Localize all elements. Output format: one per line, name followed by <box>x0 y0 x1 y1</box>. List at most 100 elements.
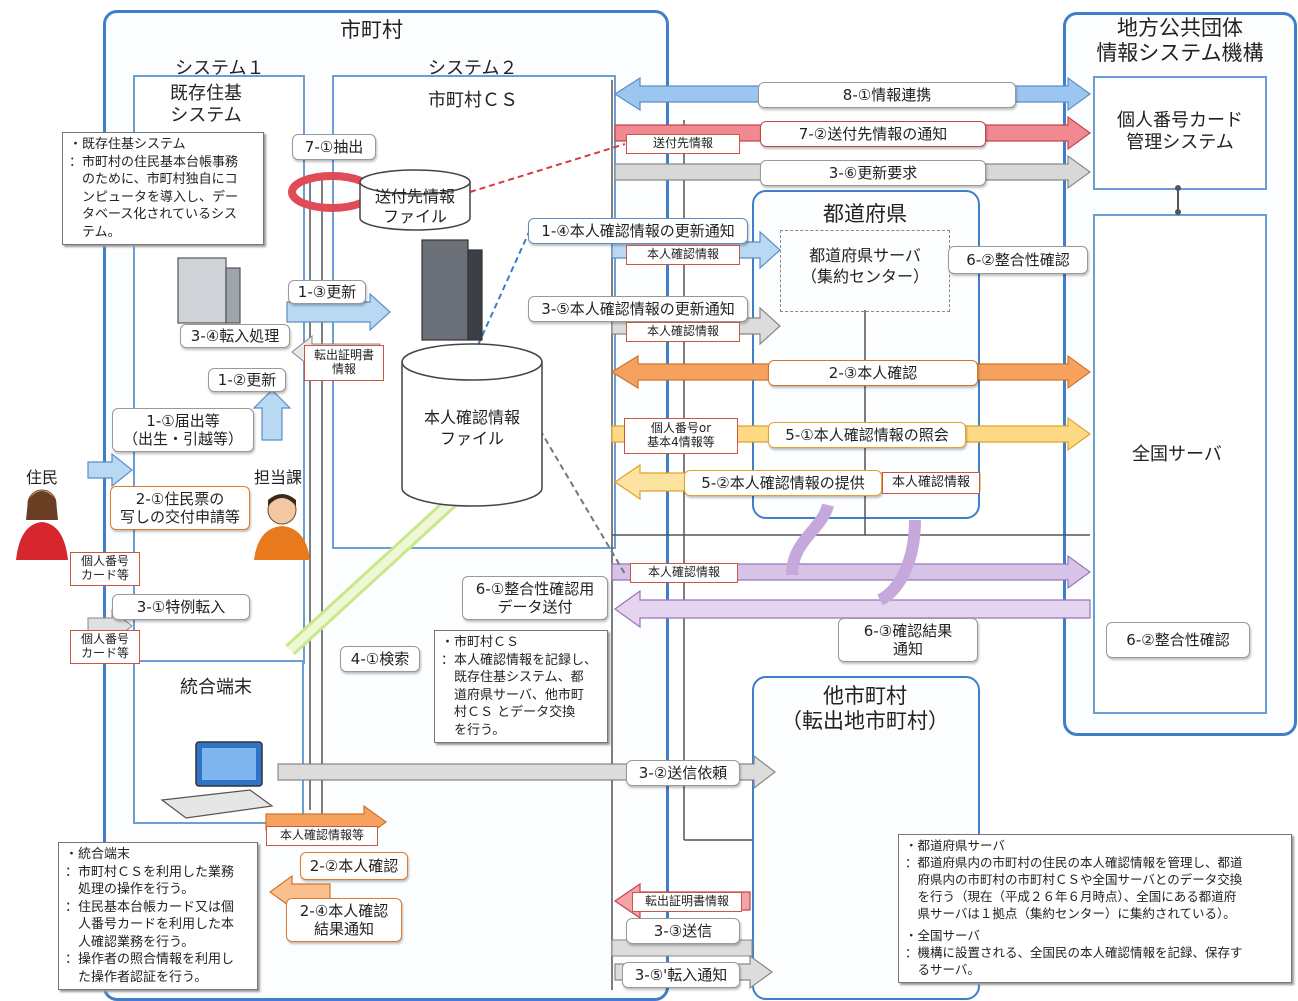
tag-id-info-3: 本人確認情報 <box>882 472 980 494</box>
system2-label: システム２ <box>428 58 518 79</box>
tag-tenshutsu-line2: 情報 <box>331 362 356 376</box>
step-3-3: 3-③送信 <box>626 918 740 944</box>
note-cs-0: ・市町村ＣＳ <box>441 635 520 650</box>
note-terminal: ・統合端末 ：市町村ＣＳを利用した業務 処理の操作を行う。 ：住民基本台帳カード… <box>58 842 258 991</box>
step-3-1: 3-①特例転入 <box>112 594 250 620</box>
prefecture-region <box>752 190 980 519</box>
note-cs-2: 既存住基システム、都 <box>441 670 584 686</box>
step-2-3: 2-③本人確認 <box>768 360 978 386</box>
note-servers-8: るサーバ。 <box>905 962 980 978</box>
note-terminal-3: ：住民基本台帳カード又は個 <box>65 899 235 915</box>
system2-name: 市町村ＣＳ <box>428 90 518 111</box>
step-3-5b: 3-⑤'転入通知 <box>622 962 740 988</box>
step-6-3-line2: 通知 <box>892 640 923 658</box>
step-1-3: 1-③更新 <box>288 280 366 304</box>
note-terminal-6: ：操作者の照合情報を利用し <box>65 952 235 968</box>
other-municipality-line1: 他市町村 <box>823 684 907 708</box>
step-1-1-line1: 1-①届出等 <box>146 412 220 430</box>
pref-server-line1: 都道府県サーバ <box>809 246 921 265</box>
step-6-1: 6-①整合性確認用 データ送付 <box>462 576 608 620</box>
note-servers-1: ：都道府県内の市町村の住民の本人確認情報を管理し、都道 <box>905 854 1243 870</box>
step-2-1-line1: 2-①住民票の <box>135 490 225 508</box>
note-servers-2: 府県内の市町村の市町村ＣＳや全国サーバとのデータ交換 <box>905 871 1243 887</box>
step-6-1-line2: データ送付 <box>497 598 573 616</box>
step-2-4-line1: 2-④本人確認 <box>299 902 389 920</box>
system1-name-line1: 既存住基 <box>170 83 242 104</box>
step-2-4: 2-④本人確認 結果通知 <box>286 898 402 942</box>
step-2-1-line2: 写しの交付申請等 <box>119 508 240 526</box>
prefecture-title: 都道府県 <box>823 202 907 226</box>
id-file-line1: 本人確認情報 <box>423 408 520 427</box>
tag-id-info-4: 本人確認情報 <box>630 563 738 583</box>
id-file-line2: ファイル <box>439 428 504 448</box>
card-mgmt-box <box>1093 76 1267 190</box>
step-6-2b: 6-②整合性確認 <box>1106 622 1250 658</box>
step-5-1: 5-①本人確認情報の照会 <box>768 422 966 448</box>
pref-server-line2: （集約センター） <box>800 266 929 286</box>
note-kizon-5: テム。 <box>69 224 121 240</box>
note-terminal-5: 人確認業務を行う。 <box>65 934 195 950</box>
tag-tenshutsu-2: 転出証明書情報 <box>632 892 742 912</box>
card-mgmt-line1: 個人番号カード <box>1117 110 1243 131</box>
step-6-2a: 6-②整合性確認 <box>948 246 1088 274</box>
note-terminal-7: た操作者認証を行う。 <box>65 969 208 985</box>
note-cs: ・市町村ＣＳ ：本人確認情報を記録し、 既存住基システム、都 道府県サーバ、他市… <box>434 630 608 744</box>
tag-card-1: 個人番号 カード等 <box>70 552 140 586</box>
send-file-line1: 送付先情報 <box>374 187 455 206</box>
step-1-1: 1-①届出等 （出生・引越等） <box>112 408 254 452</box>
tag-tenshutsu: 転出証明書 情報 <box>304 345 384 381</box>
note-terminal-2: 処理の操作を行う。 <box>65 882 195 898</box>
tag-card-1-line1: 個人番号 <box>80 554 129 569</box>
step-1-4: 1-④本人確認情報の更新通知 <box>528 218 748 244</box>
step-8-1: 8-①情報連携 <box>758 82 1016 108</box>
note-servers-6: ・全国サーバ <box>905 928 980 944</box>
tag-kojin-or-line2: 基本4情報等 <box>647 435 715 449</box>
tag-id-info-etc: 本人確認情報等 <box>266 826 378 846</box>
note-kizon-2: のために、市町村独自にコ <box>69 172 238 188</box>
note-kizon: ・既存住基システム ：市町村の住民基本台帳事務 のために、市町村独自にコ ンピュ… <box>62 132 264 246</box>
id-file-label: 本人確認情報 ファイル <box>412 408 532 450</box>
staff-label: 担当課 <box>254 468 303 487</box>
step-3-5: 3-⑤本人確認情報の更新通知 <box>528 296 748 322</box>
note-cs-5: を行う。 <box>441 722 506 738</box>
jlis-title: 地方公共団体 情報システム機構 <box>1075 16 1285 66</box>
note-servers-4: 県サーバは１拠点（集約センター）に集約されている）。 <box>905 905 1236 921</box>
card-mgmt-name: 個人番号カード 管理システム <box>1100 110 1260 153</box>
step-2-2: 2-②本人確認 <box>300 852 408 880</box>
step-2-4-line2: 結果通知 <box>313 920 374 938</box>
tag-card-2-line2: カード等 <box>80 646 129 660</box>
note-kizon-3: ンピュータを導入し、デー <box>69 189 239 205</box>
note-servers-3: を行う（現在（平成２６年６月時点）、全国にある都道府 <box>905 888 1237 904</box>
step-1-1-line2: （出生・引越等） <box>122 430 243 448</box>
tag-card-2-line1: 個人番号 <box>80 632 129 647</box>
note-cs-3: 道府県サーバ、他市町 <box>441 687 584 703</box>
step-6-3: 6-③確認結果 通知 <box>838 618 978 662</box>
tag-card-2: 個人番号 カード等 <box>70 630 140 664</box>
step-2-1: 2-①住民票の 写しの交付申請等 <box>110 486 250 530</box>
terminal-name: 統合端末 <box>180 677 252 698</box>
send-file-label: 送付先情報 ファイル <box>370 187 460 227</box>
note-kizon-1: ：市町村の住民基本台帳事務 <box>69 154 239 170</box>
step-3-2: 3-②送信依頼 <box>626 760 740 786</box>
card-mgmt-line2: 管理システム <box>1126 131 1234 153</box>
note-kizon-0: ・既存住基システム <box>69 137 186 152</box>
municipality-title: 市町村 <box>340 18 403 42</box>
send-file-line2: ファイル <box>382 207 447 226</box>
other-municipality-title: 他市町村 （転出地市町村） <box>760 684 970 734</box>
note-terminal-1: ：市町村ＣＳを利用した業務 <box>65 864 235 880</box>
note-servers: ・都道府県サーバ ：都道府県内の市町村の住民の本人確認情報を管理し、都道 府県内… <box>898 834 1292 983</box>
step-4-1: 4-①検索 <box>340 646 420 672</box>
system1-name-line2: システム <box>170 104 242 126</box>
tag-kojin-or-line1: 個人番号or <box>650 421 712 436</box>
step-6-3-line1: 6-③確認結果 <box>863 622 953 640</box>
jlis-title-line2: 情報システム機構 <box>1096 41 1264 66</box>
step-7-2: 7-②送付先情報の通知 <box>760 121 986 147</box>
tag-id-info-2: 本人確認情報 <box>626 322 740 342</box>
tag-card-1-line2: カード等 <box>80 568 129 582</box>
pref-server-name: 都道府県サーバ （集約センター） <box>790 246 940 288</box>
step-7-1: 7-①抽出 <box>292 134 376 160</box>
resident-label: 住民 <box>26 468 59 487</box>
step-5-2: 5-②本人確認情報の提供 <box>684 470 882 496</box>
national-server-name: 全国サーバ <box>1132 444 1222 465</box>
other-municipality-line2: （転出地市町村） <box>781 709 949 734</box>
